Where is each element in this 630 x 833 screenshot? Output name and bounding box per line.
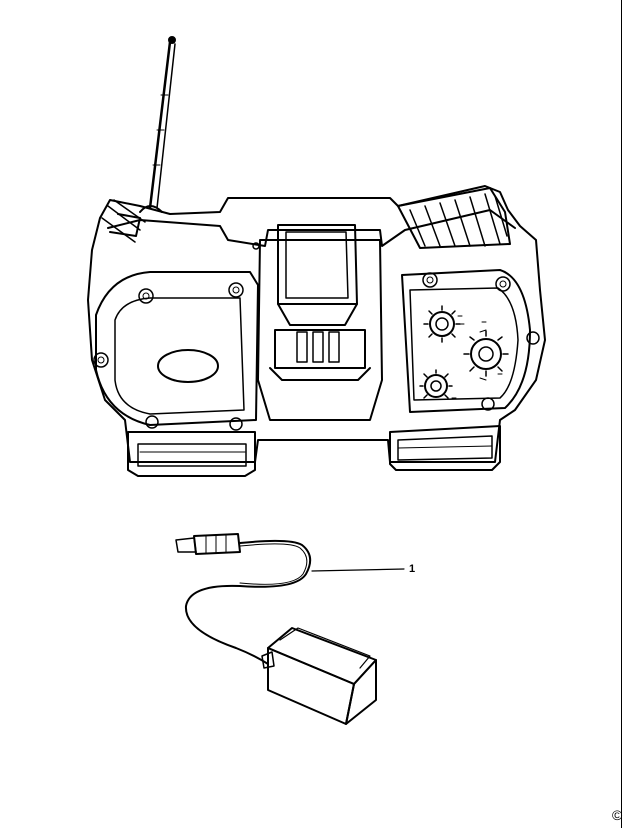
left-speaker-panel bbox=[94, 272, 258, 430]
copyright-symbol: © bbox=[612, 807, 623, 823]
right-control-panel bbox=[402, 270, 539, 412]
part-1-leader-line bbox=[312, 569, 404, 571]
jobsite-radio bbox=[88, 37, 545, 476]
page-edge-line bbox=[621, 0, 622, 828]
battery-compartment bbox=[253, 225, 382, 420]
adapter-transformer-box bbox=[262, 628, 376, 724]
adapter-cable bbox=[186, 541, 310, 664]
right-handle-grip bbox=[398, 188, 510, 248]
dc-plug bbox=[176, 534, 240, 554]
part-number-label: 1 bbox=[409, 563, 416, 575]
ac-adapter bbox=[176, 534, 376, 724]
tuning-knob bbox=[424, 306, 460, 342]
right-foot bbox=[390, 426, 500, 470]
radio-body-outline bbox=[88, 186, 545, 462]
band-selector-knob bbox=[420, 370, 452, 398]
radio-antenna bbox=[140, 37, 175, 212]
volume-knob bbox=[464, 331, 508, 376]
left-foot bbox=[128, 432, 255, 476]
control-markings bbox=[452, 316, 502, 398]
left-handle-grip bbox=[102, 200, 145, 242]
